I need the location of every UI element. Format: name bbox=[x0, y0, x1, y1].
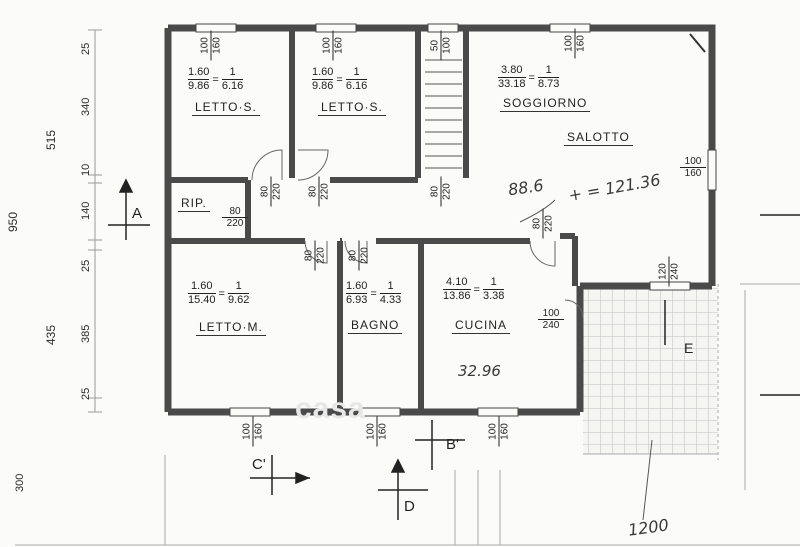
dim-upper: 515 bbox=[44, 129, 58, 150]
dimension-ticks bbox=[88, 29, 102, 413]
watermark-logo: casa bbox=[295, 392, 366, 425]
terrace-tiles bbox=[583, 284, 718, 454]
room-label-bagno: BAGNO bbox=[348, 318, 403, 334]
handwritten-leaders bbox=[519, 199, 653, 521]
dim-seg-mid: 25 bbox=[80, 259, 92, 272]
room-label-soggiorno: SOGGIORNO bbox=[500, 96, 591, 112]
section-label-c: C' bbox=[252, 456, 266, 473]
dim-lower: 435 bbox=[44, 324, 58, 345]
room-label-rip: RIP. bbox=[178, 196, 210, 212]
room-label-letto-s-2: LETTO·S. bbox=[318, 100, 386, 116]
door-swings bbox=[251, 149, 584, 319]
section-label-e: E bbox=[684, 340, 694, 356]
dim-seg-385: 385 bbox=[80, 324, 92, 343]
room-label-letto-s-1: LETTO·S. bbox=[192, 100, 260, 116]
handwritten-kitchen-area: 32.96 bbox=[458, 362, 501, 380]
room-label-salotto: SALOTTO bbox=[564, 130, 633, 146]
room-label-cucina: CUCINA bbox=[452, 318, 511, 334]
window-marks bbox=[195, 23, 717, 417]
dim-seg-10: 10 bbox=[80, 163, 92, 176]
section-label-b: B' bbox=[446, 436, 459, 453]
dim-seg-140: 140 bbox=[80, 201, 92, 220]
dim-seg-top: 25 bbox=[80, 42, 92, 55]
staircase bbox=[425, 59, 462, 169]
dim-seg-340: 340 bbox=[80, 97, 92, 116]
dim-below: 300 bbox=[14, 473, 26, 492]
section-label-d: D bbox=[404, 498, 415, 515]
interior-walls bbox=[168, 28, 578, 412]
dim-total: 950 bbox=[6, 211, 20, 232]
dim-seg-bottom: 25 bbox=[80, 387, 92, 400]
exterior-context bbox=[15, 283, 800, 546]
section-markers bbox=[108, 178, 800, 520]
room-label-letto-m: LETTO·M. bbox=[196, 320, 266, 336]
section-label-a: A bbox=[132, 205, 143, 222]
